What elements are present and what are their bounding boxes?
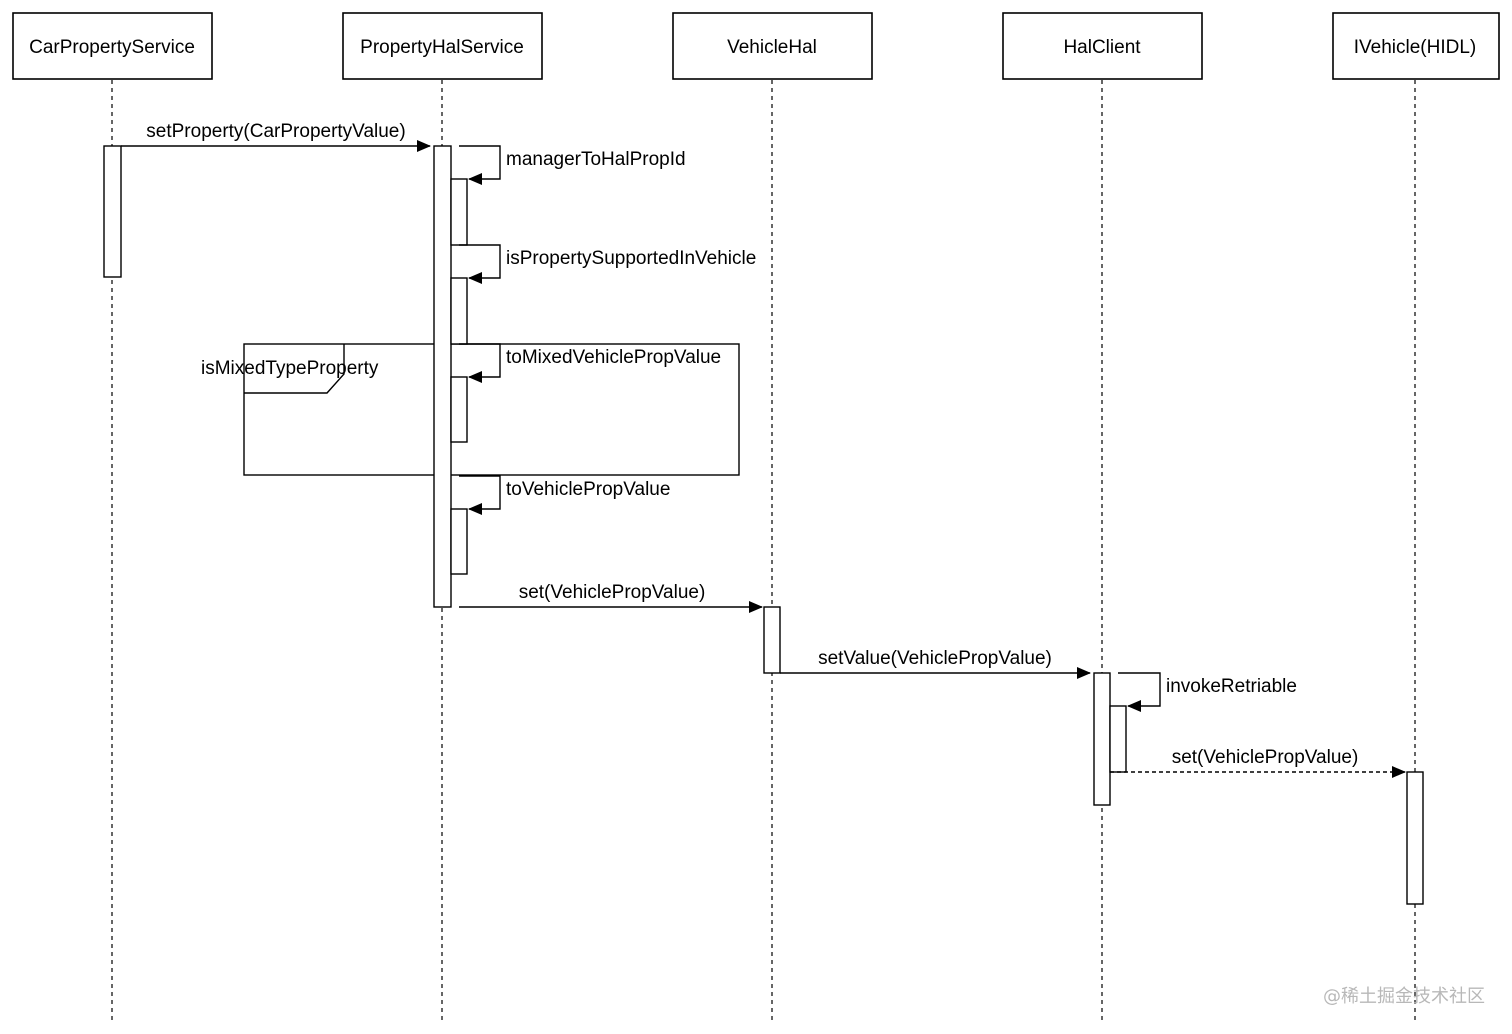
message-label: toVehiclePropValue: [506, 479, 670, 500]
participant-label: VehicleHal: [727, 37, 817, 58]
activation-vehiclehal: [763, 606, 781, 674]
fragment-condition: isMixedTypeProperty: [201, 358, 379, 379]
activation-self-managertohalpropid: [450, 178, 468, 246]
participant-label: HalClient: [1063, 37, 1141, 58]
activation-ivehicle: [1406, 771, 1424, 905]
participant-label: IVehicle(HIDL): [1354, 37, 1477, 58]
message-set-hidl: set(VehiclePropValue): [1110, 747, 1406, 778]
participant-vehiclehal: VehicleHal: [672, 12, 873, 80]
participant-ivehicle: IVehicle(HIDL): [1332, 12, 1500, 80]
message-setvalue: setValue(VehiclePropValue): [780, 648, 1091, 679]
message-tovehiclepropvalue: toVehiclePropValue: [459, 475, 670, 515]
message-label: managerToHalPropId: [506, 149, 686, 170]
activation-self-invokeretriable: [1109, 705, 1127, 773]
activation-propertyhalservice: [433, 145, 452, 608]
activation-self-ispropertysupported: [450, 277, 468, 345]
activation-self-tomixed: [450, 376, 468, 443]
fragment-ismixedtypeproperty: isMixedTypeProperty: [201, 343, 740, 476]
message-label: toMixedVehiclePropValue: [506, 347, 721, 368]
message-ispropertysupportedinvehicle: isPropertySupportedInVehicle: [459, 244, 756, 284]
message-label: setValue(VehiclePropValue): [818, 648, 1052, 669]
participant-carpropertyservice: CarPropertyService: [12, 12, 213, 80]
message-label: isPropertySupportedInVehicle: [506, 248, 756, 269]
message-label: set(VehiclePropValue): [519, 582, 706, 603]
message-invokeretriable: invokeRetriable: [1118, 672, 1297, 712]
participant-propertyhalservice: PropertyHalService: [342, 12, 543, 80]
participant-label: PropertyHalService: [360, 37, 524, 58]
message-setproperty: setProperty(CarPropertyValue): [121, 121, 431, 152]
message-label: invokeRetriable: [1166, 676, 1297, 697]
message-set-vehiclehal: set(VehiclePropValue): [459, 582, 763, 613]
participant-label: CarPropertyService: [29, 37, 195, 58]
activation-halclient: [1093, 672, 1111, 806]
message-label: set(VehiclePropValue): [1172, 747, 1359, 768]
message-tomixedvehiclepropvalue: toMixedVehiclePropValue: [459, 343, 721, 383]
participant-halclient: HalClient: [1002, 12, 1203, 80]
activation-self-tovehicle: [450, 508, 468, 575]
watermark-text: @稀土掘金技术社区: [1323, 986, 1485, 1007]
message-label: setProperty(CarPropertyValue): [146, 121, 405, 142]
message-managertohalpropid: managerToHalPropId: [459, 145, 686, 185]
activation-carpropertyservice: [103, 145, 122, 278]
